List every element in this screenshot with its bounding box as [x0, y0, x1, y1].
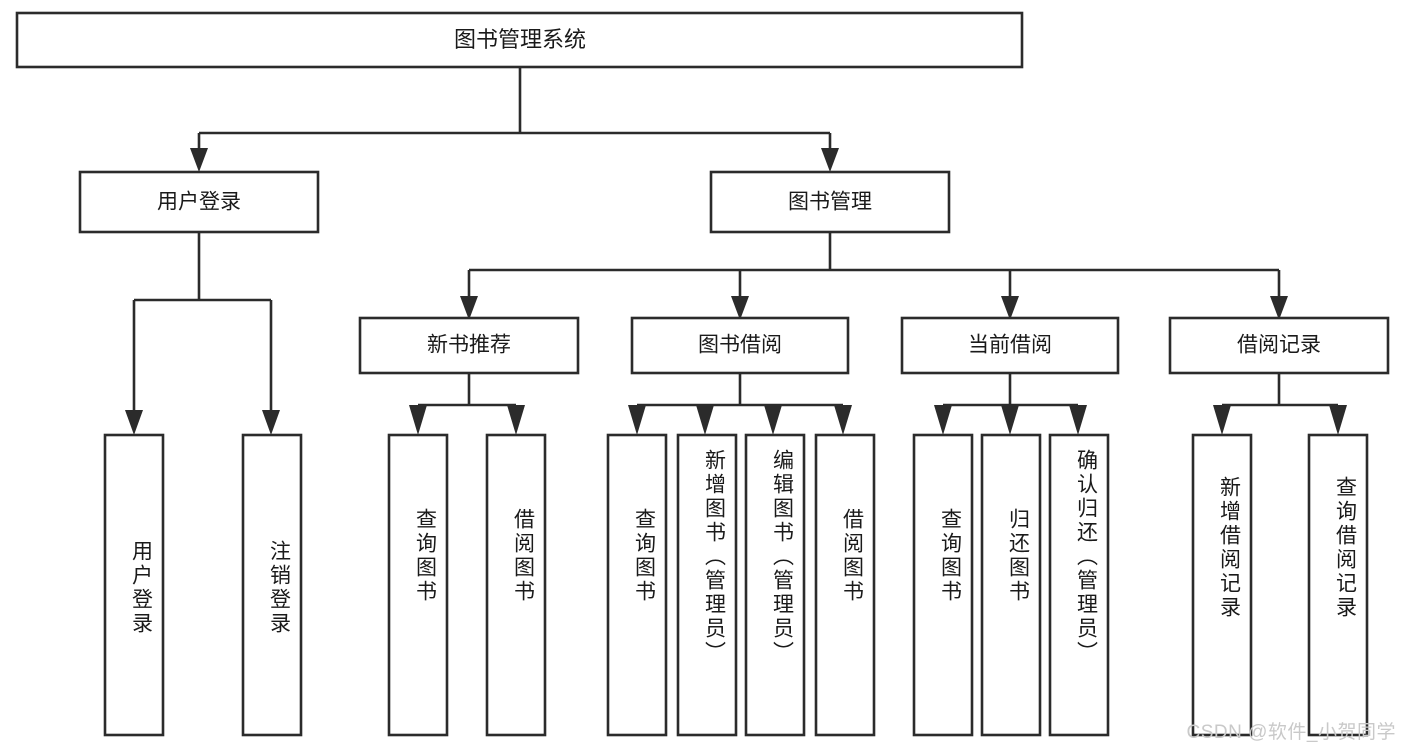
arrow-to-borrow-record-icon — [1270, 296, 1288, 320]
csdn-watermark: CSDN @软件_小贺同学 — [1186, 722, 1396, 743]
node-new-book-recommend[interactable]: 新书推荐 — [358, 316, 580, 375]
node-current-borrow[interactable]: 当前借阅 — [900, 316, 1120, 375]
node-book-borrow-label: 图书借阅 — [698, 334, 782, 357]
leaf-current-borrow-3-label: 确认归还（管理员） — [1075, 449, 1099, 665]
node-borrow-record-box[interactable] — [1168, 316, 1390, 375]
leaf-book-borrow-3[interactable]: 编辑图书（管理员） — [744, 433, 806, 737]
leaf-current-borrow-3[interactable]: 确认归还（管理员） — [1048, 433, 1110, 737]
leaf-current-borrow-2-box[interactable] — [980, 433, 1042, 737]
leaf-book-borrow-1[interactable]: 查询图书 — [606, 433, 668, 737]
arrow-current-borrow-leaf-3-icon — [1069, 405, 1087, 435]
connector-layer — [125, 67, 1347, 435]
node-new-book-recommend-box[interactable] — [358, 316, 580, 375]
leaf-book-borrow-1-box[interactable] — [606, 433, 668, 737]
arrow-book-borrow-leaf-3-icon — [764, 405, 782, 435]
leaf-book-borrow-2-label: 新增图书（管理员） — [703, 449, 727, 665]
leaf-borrow-record-2[interactable]: 查询借阅记录 — [1307, 433, 1369, 737]
node-book-borrow[interactable]: 图书借阅 — [630, 316, 850, 375]
arrow-to-book-borrow-icon — [731, 296, 749, 320]
arrow-current-borrow-leaf-1-icon — [934, 405, 952, 435]
leaf-current-borrow-1[interactable]: 查询图书 — [912, 433, 974, 737]
leaf-borrow-record-1-box[interactable] — [1191, 433, 1253, 737]
leaf-book-borrow-2-box[interactable] — [676, 433, 738, 737]
leaf-user-login-1-box[interactable] — [103, 433, 165, 737]
leaf-new-book-1-label: 查询图书 — [414, 508, 438, 604]
node-book-borrow-box[interactable] — [630, 316, 850, 375]
leaf-borrow-record-1-label: 新增借阅记录 — [1218, 476, 1242, 620]
node-borrow-record[interactable]: 借阅记录 — [1168, 316, 1390, 375]
leaf-book-borrow-3-label: 编辑图书（管理员） — [771, 449, 795, 665]
node-borrow-record-label: 借阅记录 — [1237, 334, 1321, 357]
leaf-borrow-record-1[interactable]: 新增借阅记录 — [1191, 433, 1253, 737]
node-root-label: 图书管理系统 — [454, 27, 586, 52]
arrow-book-borrow-leaf-2-icon — [696, 405, 714, 435]
leaf-book-borrow-1-label: 查询图书 — [633, 508, 657, 604]
leaf-user-login-2-label: 注销登录 — [268, 540, 292, 636]
leaf-new-book-2[interactable]: 借阅图书 — [485, 433, 547, 737]
node-current-borrow-box[interactable] — [900, 316, 1120, 375]
node-book-manage[interactable]: 图书管理 — [709, 170, 951, 234]
leaf-new-book-2-box[interactable] — [485, 433, 547, 737]
leaf-current-borrow-2[interactable]: 归还图书 — [980, 433, 1042, 737]
leaf-new-book-1[interactable]: 查询图书 — [387, 433, 449, 737]
arrow-user-login-leaf-2-icon — [262, 410, 280, 435]
arrow-book-borrow-leaf-4-icon — [834, 405, 852, 435]
node-user-login[interactable]: 用户登录 — [78, 170, 320, 234]
leaf-book-borrow-3-box[interactable] — [744, 433, 806, 737]
leaf-current-borrow-1-box[interactable] — [912, 433, 974, 737]
node-current-borrow-label: 当前借阅 — [968, 334, 1052, 357]
arrow-new-book-leaf-1-icon — [409, 405, 427, 435]
node-user-login-box[interactable] — [78, 170, 320, 234]
leaf-user-login-1[interactable]: 用户登录 — [103, 433, 165, 737]
arrow-root-to-user-login-icon — [190, 148, 208, 172]
arrow-to-new-book-recommend-icon — [460, 296, 478, 320]
leaf-new-book-1-box[interactable] — [387, 433, 449, 737]
leaf-book-borrow-2[interactable]: 新增图书（管理员） — [676, 433, 738, 737]
arrow-current-borrow-leaf-2-icon — [1001, 405, 1019, 435]
arrow-book-borrow-leaf-1-icon — [628, 405, 646, 435]
arrow-borrow-record-leaf-1-icon — [1213, 405, 1231, 435]
leaf-user-login-1-label: 用户登录 — [130, 540, 154, 636]
leaf-borrow-record-2-label: 查询借阅记录 — [1334, 476, 1358, 620]
leaf-user-login-2[interactable]: 注销登录 — [241, 433, 303, 737]
arrow-root-to-book-manage-icon — [821, 148, 839, 172]
node-new-book-recommend-label: 新书推荐 — [427, 334, 511, 357]
leaf-book-borrow-4[interactable]: 借阅图书 — [814, 433, 876, 737]
leaf-current-borrow-1-label: 查询图书 — [939, 508, 963, 604]
node-book-manage-box[interactable] — [709, 170, 951, 234]
leaf-current-borrow-2-label: 归还图书 — [1007, 508, 1031, 604]
arrow-user-login-leaf-1-icon — [125, 410, 143, 435]
leaf-borrow-record-2-box[interactable] — [1307, 433, 1369, 737]
leaf-user-login-2-box[interactable] — [241, 433, 303, 737]
leaf-current-borrow-3-box[interactable] — [1048, 433, 1110, 737]
arrow-borrow-record-leaf-2-icon — [1329, 405, 1347, 435]
leaf-book-borrow-4-box[interactable] — [814, 433, 876, 737]
node-root-box[interactable] — [15, 11, 1024, 69]
node-book-manage-label: 图书管理 — [788, 191, 872, 214]
node-root[interactable]: 图书管理系统 — [15, 11, 1024, 69]
node-user-login-label: 用户登录 — [157, 191, 241, 214]
arrow-to-current-borrow-icon — [1001, 296, 1019, 320]
arrow-new-book-leaf-2-icon — [507, 405, 525, 435]
leaf-book-borrow-4-label: 借阅图书 — [841, 508, 865, 604]
leaf-new-book-2-label: 借阅图书 — [512, 508, 536, 604]
